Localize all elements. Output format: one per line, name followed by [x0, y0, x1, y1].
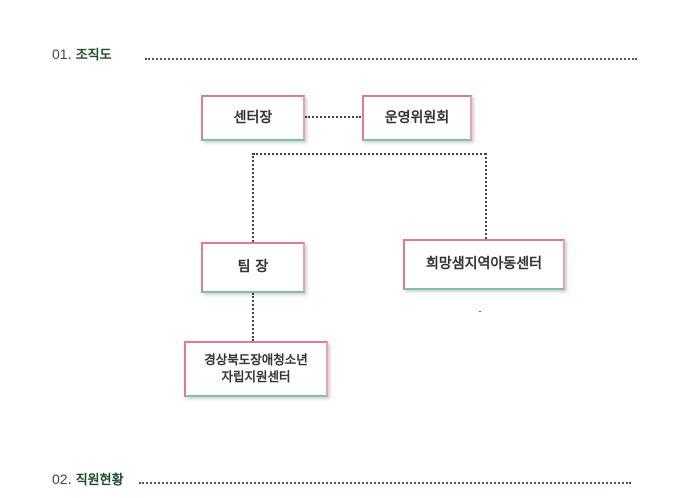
- section-02-header: 02. 직원현황: [52, 469, 124, 489]
- section-01-rule: [145, 58, 637, 60]
- connector-to-community-center: [485, 153, 487, 239]
- section-02-title: 직원현황: [75, 473, 124, 488]
- committee-box: 운영위원회: [362, 95, 472, 141]
- section-02-number: 02: [52, 471, 68, 487]
- section-01-number: 01: [52, 46, 68, 62]
- connector-to-independence-center: [252, 293, 254, 341]
- community-center-label: 희망샘지역아동센터: [426, 256, 542, 273]
- independence-center-label-line1: 경상북도장애청소년: [204, 352, 308, 368]
- committee-label: 운영위원회: [384, 109, 450, 126]
- team-leader-box: 팀 장: [201, 242, 305, 293]
- connector-top-bar: [253, 153, 486, 155]
- team-leader-label: 팀 장: [237, 259, 269, 276]
- section-01-title: 조직도: [75, 48, 112, 63]
- connector-director-committee: [305, 116, 361, 118]
- connector-to-team-leader: [252, 153, 254, 242]
- section-01-dot: .: [67, 48, 72, 63]
- section-01-header: 01. 조직도: [52, 44, 112, 64]
- section-02-dot: .: [67, 473, 72, 488]
- director-label: 센터장: [233, 109, 273, 126]
- independence-center-box: 경상북도장애청소년 자립지원센터: [184, 341, 328, 397]
- community-center-box: 희망샘지역아동센터: [403, 239, 565, 290]
- stray-mark: [479, 311, 481, 312]
- section-02-rule: [139, 482, 631, 484]
- independence-center-label-line2: 자립지원센터: [221, 369, 291, 384]
- director-box: 센터장: [201, 95, 305, 141]
